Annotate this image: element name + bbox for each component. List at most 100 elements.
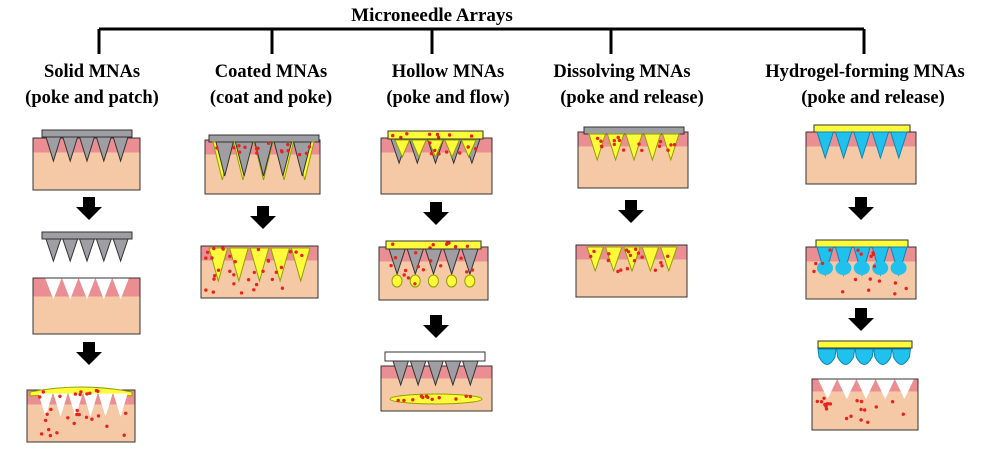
drug-dot (215, 146, 219, 150)
drug-dot (447, 241, 451, 245)
drug-dot (658, 139, 663, 144)
drug-dot (73, 392, 78, 396)
drug-dot (466, 145, 470, 149)
micropore (98, 393, 113, 417)
drug-dot (221, 246, 225, 250)
drug-dot (233, 260, 237, 264)
drug-dot (41, 390, 45, 394)
drug-dot (607, 252, 611, 256)
drug-dot (300, 253, 304, 258)
drug-dot (599, 139, 603, 143)
drug-dot (58, 394, 62, 398)
micropore (113, 393, 128, 417)
microneedle (62, 238, 79, 263)
column-subtitle-hollow: (poke and flow) (386, 88, 509, 108)
drug-dot (213, 274, 217, 278)
swollen-hydrogel-needle (891, 348, 911, 365)
drug-dot (453, 245, 458, 249)
drug-dot (237, 144, 241, 148)
drug-dot (304, 151, 309, 155)
drug-dot (212, 277, 216, 281)
drug-dot (427, 132, 432, 136)
swollen-hydrogel-needle (817, 348, 837, 365)
drug-dot (431, 243, 435, 247)
micropore (856, 379, 876, 400)
down-arrow-icon (618, 200, 644, 223)
drug-dot (124, 411, 128, 415)
microneedle (392, 360, 410, 387)
drug-dot (266, 259, 271, 263)
needle-baseplate (41, 231, 133, 240)
drug-dot (288, 250, 293, 254)
drug-channel (410, 139, 427, 159)
dissolving-step-2 (575, 244, 688, 298)
drug-dot (402, 273, 406, 277)
drug-dot (297, 152, 302, 157)
drug-reservoir (817, 340, 913, 349)
microneedle (406, 248, 425, 276)
drug-dot (55, 431, 59, 435)
drug-dot (39, 432, 44, 436)
micropore (818, 379, 837, 400)
down-arrow-icon (423, 202, 449, 225)
process-illustrations (26, 124, 919, 443)
drug-dot (855, 399, 859, 403)
drug-dot (433, 148, 437, 153)
drug-dot (628, 253, 633, 258)
drug-dot (437, 396, 441, 400)
microneedle (95, 238, 112, 263)
hydrogel-needle (853, 131, 871, 160)
diagram-title: Microneedle Arrays (351, 5, 513, 26)
dissolved-drug (659, 246, 678, 273)
drug-dot (96, 414, 101, 418)
drug-dot (626, 250, 631, 254)
microneedle (234, 141, 254, 177)
drug-dot (389, 263, 393, 268)
drug-dot (228, 254, 232, 258)
swollen-hydrogel (853, 261, 870, 275)
drug-dot (239, 291, 244, 295)
drug-dot (863, 408, 867, 412)
micropore (62, 278, 79, 300)
drug-dot (640, 255, 644, 259)
drug-dot (619, 268, 623, 272)
column-subtitle-solid: (poke and patch) (25, 88, 159, 108)
drug-dot (634, 247, 638, 251)
drug-dot (849, 414, 853, 418)
drug-dot (822, 396, 826, 400)
swollen-hydrogel-needle (854, 348, 874, 365)
drug-dot (824, 407, 829, 411)
drug-dot (828, 248, 832, 252)
drug-dot (286, 142, 290, 147)
micropore (837, 379, 857, 400)
drug-channel (394, 139, 411, 159)
drug-dot (859, 252, 863, 256)
deposited-drug (290, 247, 311, 283)
drug-dot (237, 150, 242, 154)
drug-dot (637, 142, 641, 146)
drug-dot (653, 268, 658, 272)
dissolving-needle (625, 133, 643, 162)
drug-dot (841, 290, 845, 294)
swollen-hydrogel (834, 246, 853, 277)
drug-dot (439, 264, 443, 268)
micropore (112, 278, 129, 300)
microneedle (388, 248, 406, 276)
drug-dot (205, 250, 210, 254)
drug-dot (825, 402, 829, 406)
drug-dot (402, 398, 406, 403)
drug-dot (812, 269, 816, 274)
drug-dot (403, 268, 408, 273)
deposited-drug (228, 247, 249, 283)
drug-dot (444, 150, 449, 154)
needle-baseplate (208, 134, 320, 143)
microneedle (409, 360, 427, 387)
drug-dot (447, 133, 452, 137)
dissolving-needle (661, 133, 680, 162)
dissolving-needle (643, 133, 662, 162)
column-title-coated: Coated MNAs (215, 62, 328, 82)
drug-dot (38, 395, 42, 399)
drug-dot (859, 418, 863, 422)
drug-depot (427, 274, 439, 288)
drug-dot (640, 148, 644, 153)
